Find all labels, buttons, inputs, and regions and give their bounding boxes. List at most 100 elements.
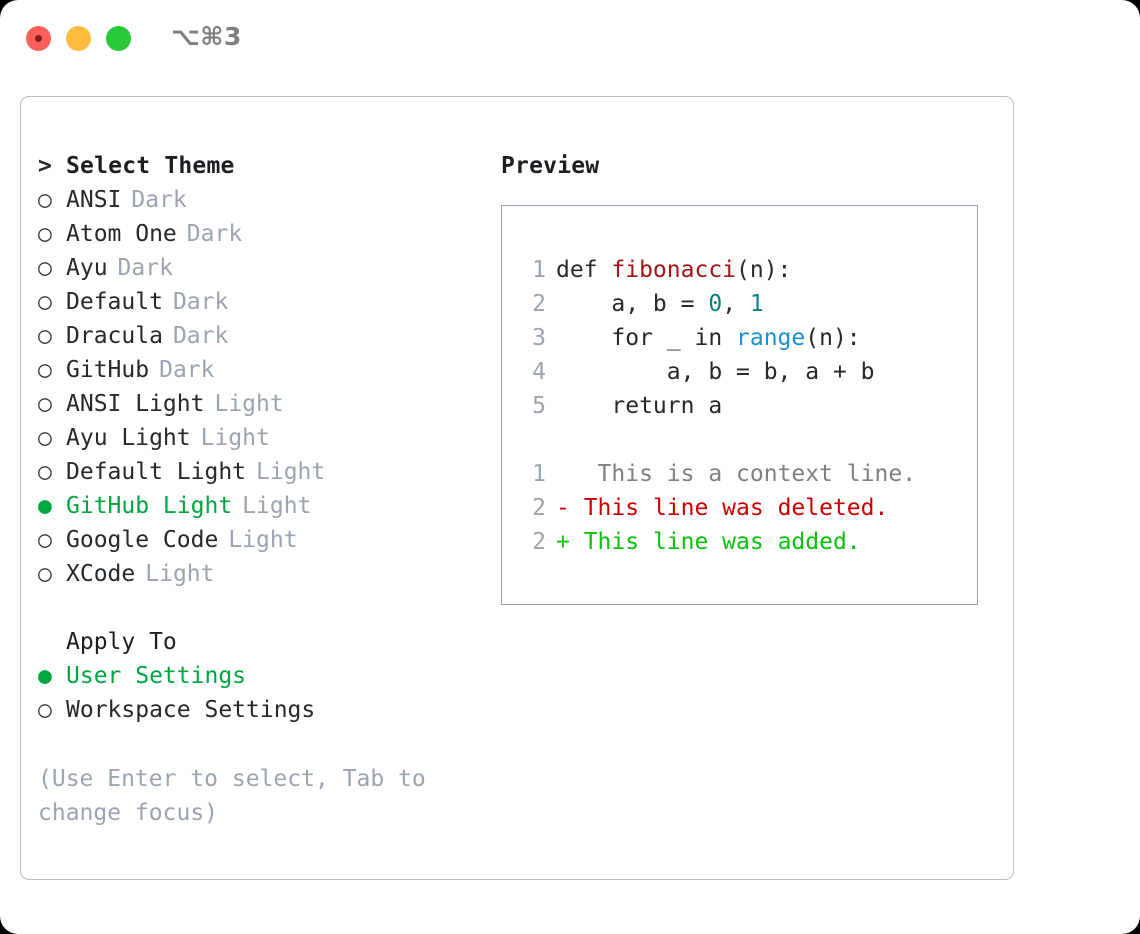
diff-sign: +	[556, 529, 570, 555]
diff-sample: 1 This is a context line.2- This line wa…	[522, 457, 977, 559]
diff-line-text: - This line was deleted.	[556, 495, 888, 521]
line-number: 4	[532, 359, 546, 385]
diff-text: This line was deleted.	[569, 495, 889, 521]
code-line-text: return a	[556, 393, 722, 419]
code-line-text: def fibonacci(n):	[556, 257, 791, 283]
theme-option-label: ANSI	[66, 187, 122, 213]
section-spacer	[38, 591, 478, 625]
code-token-plain: (n):	[805, 325, 861, 351]
code-token-call: range	[736, 325, 806, 351]
code-token-fn: fibonacci	[611, 257, 737, 283]
apply-to-option-label: Workspace Settings	[66, 697, 316, 723]
radio-unselected-icon: ○	[38, 289, 52, 315]
theme-variant-badge: Dark	[117, 255, 173, 281]
code-line: 1 def fibonacci(n):	[522, 253, 977, 287]
keyboard-shortcut-label: ⌥⌘3	[171, 22, 242, 51]
diff-line-text: + This line was added.	[556, 529, 861, 555]
theme-option-label: Default	[66, 289, 163, 315]
line-number: 1	[532, 461, 546, 487]
radio-unselected-icon: ○	[38, 459, 52, 485]
theme-option-label: Default Light	[66, 459, 247, 485]
code-token-plain: ,	[722, 291, 750, 317]
apply-to-option-user-settings[interactable]: ● User Settings	[38, 659, 478, 693]
theme-option-ayu[interactable]: ○ Ayu Dark	[38, 251, 478, 285]
code-token-plain: return a	[556, 393, 723, 419]
radio-unselected-icon: ○	[38, 187, 52, 213]
preview-title: Preview	[501, 153, 600, 179]
radio-unselected-icon: ○	[38, 357, 52, 383]
diff-line-ctx: 1 This is a context line.	[522, 457, 977, 491]
code-line: 3 for _ in range(n):	[522, 321, 977, 355]
keyboard-hint-text: (Use Enter to select, Tab to change focu…	[38, 766, 426, 826]
theme-list-header: > Select Theme	[38, 149, 478, 183]
code-line: 4 a, b = b, a + b	[522, 355, 977, 389]
caret-icon: >	[38, 153, 52, 179]
apply-to-options-list: ● User Settings ○ Workspace Settings	[38, 659, 478, 727]
diff-line-add: 2 + This line was added.	[522, 525, 977, 559]
close-window-button[interactable]	[26, 26, 51, 51]
theme-option-ansi[interactable]: ○ ANSI Dark	[38, 183, 478, 217]
radio-unselected-icon: ○	[38, 697, 52, 723]
theme-variant-badge: Dark	[159, 357, 215, 383]
code-line: 2 a, b = 0, 1	[522, 287, 977, 321]
diff-sign	[556, 461, 570, 487]
diff-text: This line was added.	[569, 529, 861, 555]
theme-option-label: GitHub Light	[66, 493, 233, 519]
apply-to-option-label: User Settings	[66, 663, 247, 689]
zoom-window-button[interactable]	[106, 26, 131, 51]
theme-variant-badge: Dark	[186, 221, 243, 247]
code-line-text: a, b = 0, 1	[556, 291, 764, 317]
radio-selected-icon: ●	[38, 663, 52, 689]
radio-unselected-icon: ○	[38, 255, 52, 281]
radio-unselected-icon: ○	[38, 561, 52, 587]
radio-unselected-icon: ○	[38, 527, 52, 553]
diff-sign: -	[556, 495, 570, 521]
apply-to-title: Apply To	[66, 629, 177, 655]
theme-option-dracula[interactable]: ○ Dracula Dark	[38, 319, 478, 353]
code-token-plain: a, b = b, a + b	[556, 359, 875, 385]
apply-to-option-workspace-settings[interactable]: ○ Workspace Settings	[38, 693, 478, 727]
theme-option-label: Ayu	[66, 255, 108, 281]
theme-variant-badge: Light	[214, 391, 284, 417]
theme-variant-badge: Light	[256, 459, 326, 485]
code-diff-spacer	[522, 423, 977, 457]
code-token-plain: for _ in	[556, 325, 737, 351]
theme-variant-badge: Light	[200, 425, 270, 451]
line-number: 2	[532, 291, 546, 317]
theme-list-title: Select Theme	[66, 153, 235, 179]
line-number: 1	[532, 257, 546, 283]
theme-option-label: Ayu Light	[66, 425, 191, 451]
theme-variant-badge: Dark	[131, 187, 187, 213]
minimize-window-button[interactable]	[66, 26, 91, 51]
theme-option-default[interactable]: ○ Default Dark	[38, 285, 478, 319]
theme-option-default-light[interactable]: ○ Default Light Light	[38, 455, 478, 489]
theme-option-label: Dracula	[66, 323, 163, 349]
theme-option-label: ANSI Light	[66, 391, 205, 417]
code-token-num: 1	[749, 291, 764, 317]
code-token-plain: def	[556, 257, 612, 283]
theme-variant-badge: Dark	[172, 323, 229, 349]
theme-variant-badge: Light	[242, 493, 312, 519]
radio-unselected-icon: ○	[38, 323, 52, 349]
code-line-text: a, b = b, a + b	[556, 359, 875, 385]
theme-variant-badge: Light	[228, 527, 298, 553]
apply-to-header: Apply To	[38, 625, 478, 659]
theme-variant-badge: Dark	[172, 289, 229, 315]
line-number: 2	[532, 529, 546, 555]
code-line-text: for _ in range(n):	[556, 325, 861, 351]
theme-variant-badge: Light	[145, 561, 215, 587]
diff-text: This is a context line.	[569, 461, 917, 487]
